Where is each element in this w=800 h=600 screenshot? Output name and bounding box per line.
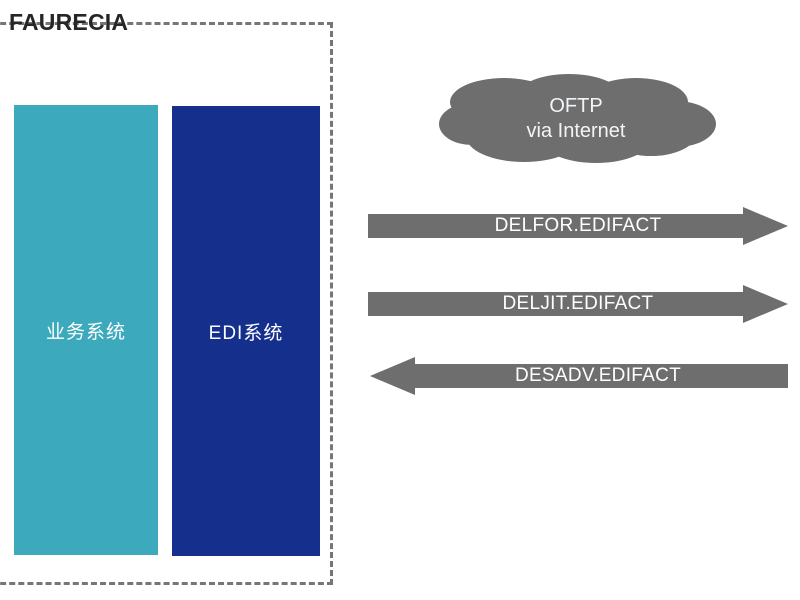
cloud-icon: [439, 74, 716, 163]
system-box-edi[interactable]: EDI系统: [172, 106, 320, 556]
system-box-edi-label: EDI系统: [208, 322, 284, 344]
page-title: FAURECIA: [9, 9, 129, 35]
company-boundary: [0, 22, 333, 585]
arrow-right-icon: [368, 285, 788, 323]
message-arrow-deljit[interactable]: DELJIT.EDIFACT: [368, 285, 788, 323]
message-arrow-desadv[interactable]: DESADV.EDIFACT: [370, 357, 788, 395]
internet-cloud[interactable]: OFTP via Internet: [436, 72, 716, 167]
arrow-left-icon: [370, 357, 788, 395]
system-box-business[interactable]: 业务系统: [14, 105, 158, 555]
message-arrow-delfor[interactable]: DELFOR.EDIFACT: [368, 207, 788, 245]
arrow-right-icon: [368, 207, 788, 245]
system-box-business-label: 业务系统: [45, 321, 126, 343]
